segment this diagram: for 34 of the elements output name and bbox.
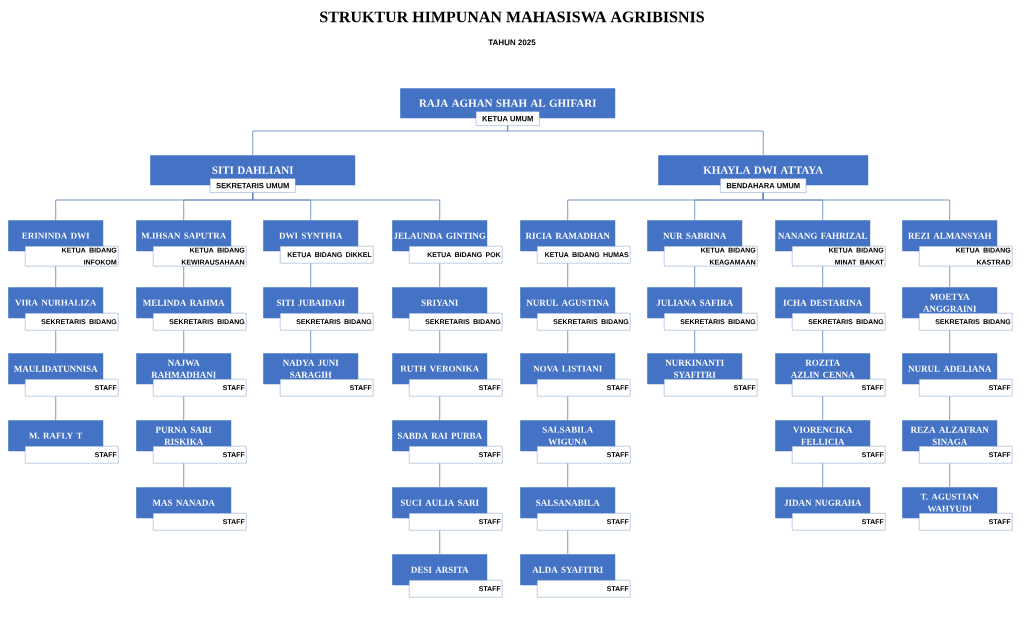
connector-line xyxy=(567,396,569,421)
connector-line xyxy=(822,396,824,421)
connector-line xyxy=(567,463,569,488)
connector-line xyxy=(949,463,951,488)
connector-line xyxy=(310,330,312,354)
connector-line xyxy=(252,192,441,221)
connector-line xyxy=(55,265,57,288)
connector-line xyxy=(822,330,824,354)
connector-line xyxy=(822,463,824,488)
connector-line xyxy=(55,396,57,421)
connector-line xyxy=(694,330,696,354)
connector-line xyxy=(183,463,185,488)
connector-line xyxy=(949,330,951,354)
connector-line xyxy=(310,263,312,288)
connector-line xyxy=(567,330,569,354)
connector-line xyxy=(183,396,185,421)
subtitle: TAHUN 2025 xyxy=(488,39,536,46)
connector-line xyxy=(567,530,569,555)
connector-line xyxy=(762,192,951,221)
connector-line xyxy=(183,265,185,288)
connector-line xyxy=(439,463,441,488)
connector-line xyxy=(439,396,441,421)
connector-line xyxy=(439,330,441,354)
connector-line xyxy=(507,125,764,156)
connector-line xyxy=(439,263,441,288)
connector-line xyxy=(949,396,951,421)
connector-line xyxy=(949,265,951,288)
connector-line xyxy=(694,265,696,288)
connector-line xyxy=(183,330,185,354)
title: STRUKTUR HIMPUNAN MAHASISWA AGRIBISNIS xyxy=(320,11,704,23)
connector-line xyxy=(567,263,569,288)
connector-line xyxy=(55,330,57,354)
connector-line xyxy=(439,530,441,555)
connector-line xyxy=(822,265,824,288)
